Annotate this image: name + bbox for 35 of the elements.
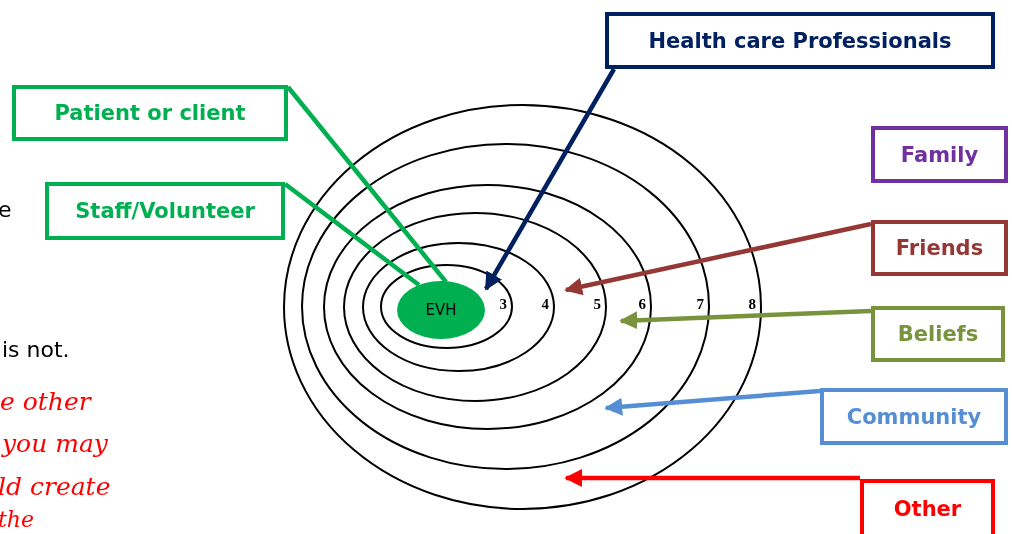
box-label: Friends bbox=[895, 236, 984, 260]
box-label: Patient or client bbox=[54, 101, 246, 125]
label-box bbox=[871, 126, 1008, 183]
box-label: Family bbox=[900, 142, 979, 167]
label-box bbox=[45, 182, 285, 240]
arrow bbox=[619, 308, 872, 330]
label-box bbox=[12, 85, 288, 141]
connector-line bbox=[283, 182, 421, 287]
label-box bbox=[871, 306, 1005, 362]
box-label: Beliefs bbox=[897, 322, 979, 346]
ring-number: 7 bbox=[696, 296, 704, 313]
label-box bbox=[860, 479, 995, 534]
connector-line bbox=[286, 85, 448, 284]
text-fragment: you may bbox=[2, 429, 108, 458]
ring-number: 4 bbox=[541, 296, 549, 313]
box-label: Other bbox=[893, 497, 962, 521]
label-box bbox=[820, 388, 1008, 445]
text-fragment: e bbox=[0, 197, 12, 222]
arrow bbox=[604, 388, 821, 416]
text-fragment: is not. bbox=[2, 337, 70, 362]
ring-number: 5 bbox=[593, 296, 601, 313]
center-label: EVH bbox=[424, 301, 458, 319]
arrow bbox=[484, 67, 616, 291]
ring-number: 8 bbox=[748, 296, 756, 313]
box-label: Community bbox=[846, 404, 982, 429]
arrow bbox=[564, 469, 860, 487]
arrow bbox=[564, 221, 872, 296]
ring-number: 3 bbox=[499, 296, 507, 313]
box-label: Health care Professionals bbox=[648, 28, 952, 53]
ring-number: 6 bbox=[638, 296, 646, 313]
label-box bbox=[605, 12, 995, 69]
box-label: Staff/Volunteer bbox=[75, 199, 255, 223]
label-box bbox=[871, 220, 1008, 276]
text-fragment: the bbox=[0, 507, 35, 532]
text-fragment: e other bbox=[0, 387, 91, 416]
